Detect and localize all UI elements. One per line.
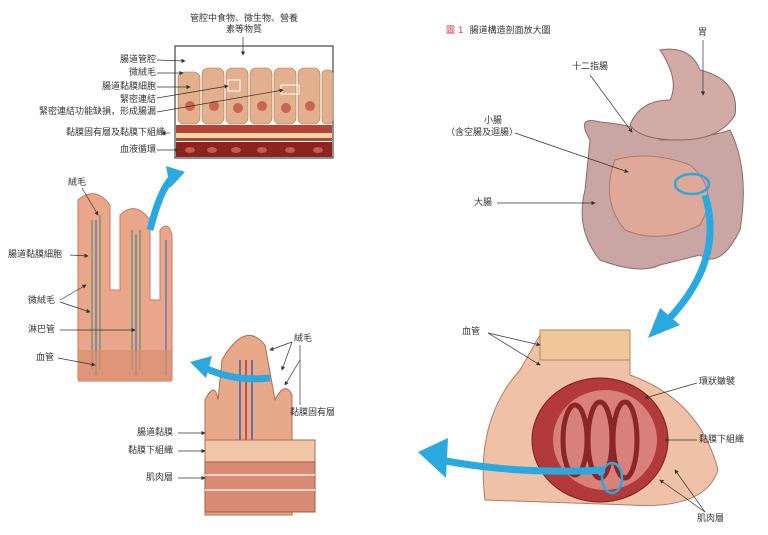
label-muscle-layer: 肌肉層 bbox=[145, 473, 173, 483]
villus-illustration bbox=[77, 193, 173, 382]
label-submucosa: 黏膜下組織 bbox=[127, 446, 173, 456]
label-blood-vessel: 血管 bbox=[36, 353, 55, 363]
label-villus: 絨毛 bbox=[68, 178, 87, 188]
abdomen-illustration bbox=[581, 48, 744, 270]
cross-section-illustration bbox=[482, 329, 719, 507]
lumen-contents-caption: 管腔中食物、微生物、營養素等物質 bbox=[190, 14, 298, 36]
label-muscle-layer-2: 肌肉層 bbox=[697, 514, 725, 524]
label-lamina-propria-submucosa: 黏膜固有層及黏膜下組織 bbox=[65, 128, 165, 138]
cell-panel-illustration bbox=[174, 45, 334, 159]
label-leaky-gut: 緊密連結功能缺損，形成腸漏 bbox=[38, 107, 156, 117]
label-duodenum: 十二指腸 bbox=[572, 62, 609, 72]
label-small-intestine: 小腸 bbox=[484, 116, 503, 126]
label-mucosal-cell: 腸道黏膜細胞 bbox=[101, 82, 156, 92]
label-microvilli: 微絨毛 bbox=[128, 68, 156, 78]
label-blood-circulation: 血液循環 bbox=[119, 145, 156, 155]
label-intestinal-mucosa: 腸道黏膜 bbox=[136, 428, 173, 438]
label-villus-2: 絨毛 bbox=[294, 334, 313, 344]
figure-number: 圖 1 bbox=[446, 26, 464, 36]
figure-title-text: 腸道構造剖面放大圖 bbox=[469, 26, 551, 36]
label-large-intestine: 大腸 bbox=[474, 198, 493, 208]
label-lymph-vessel: 淋巴管 bbox=[28, 325, 56, 335]
label-mucosal-cell-2: 腸道黏膜細胞 bbox=[8, 250, 63, 260]
label-blood-vessel-2: 血管 bbox=[462, 327, 481, 337]
label-lamina-propria: 黏膜固有層 bbox=[290, 408, 336, 418]
label-jejunum-ileum: （含空腸及迴腸） bbox=[446, 128, 519, 138]
caption-line2: 素等物質 bbox=[226, 25, 263, 35]
label-microvilli-2: 微絨毛 bbox=[28, 296, 56, 306]
label-stomach: 胃 bbox=[698, 28, 708, 38]
label-tight-junction: 緊密連結 bbox=[119, 95, 156, 105]
figure-title: 圖 1 腸道構造剖面放大圖 bbox=[446, 23, 551, 36]
caption-line1: 管腔中食物、微生物、營養 bbox=[190, 14, 299, 24]
label-circular-folds: 環狀皺襞 bbox=[699, 377, 736, 387]
label-submucosa-2: 黏膜下組織 bbox=[699, 435, 745, 445]
label-lumen: 腸道管腔 bbox=[119, 55, 156, 65]
